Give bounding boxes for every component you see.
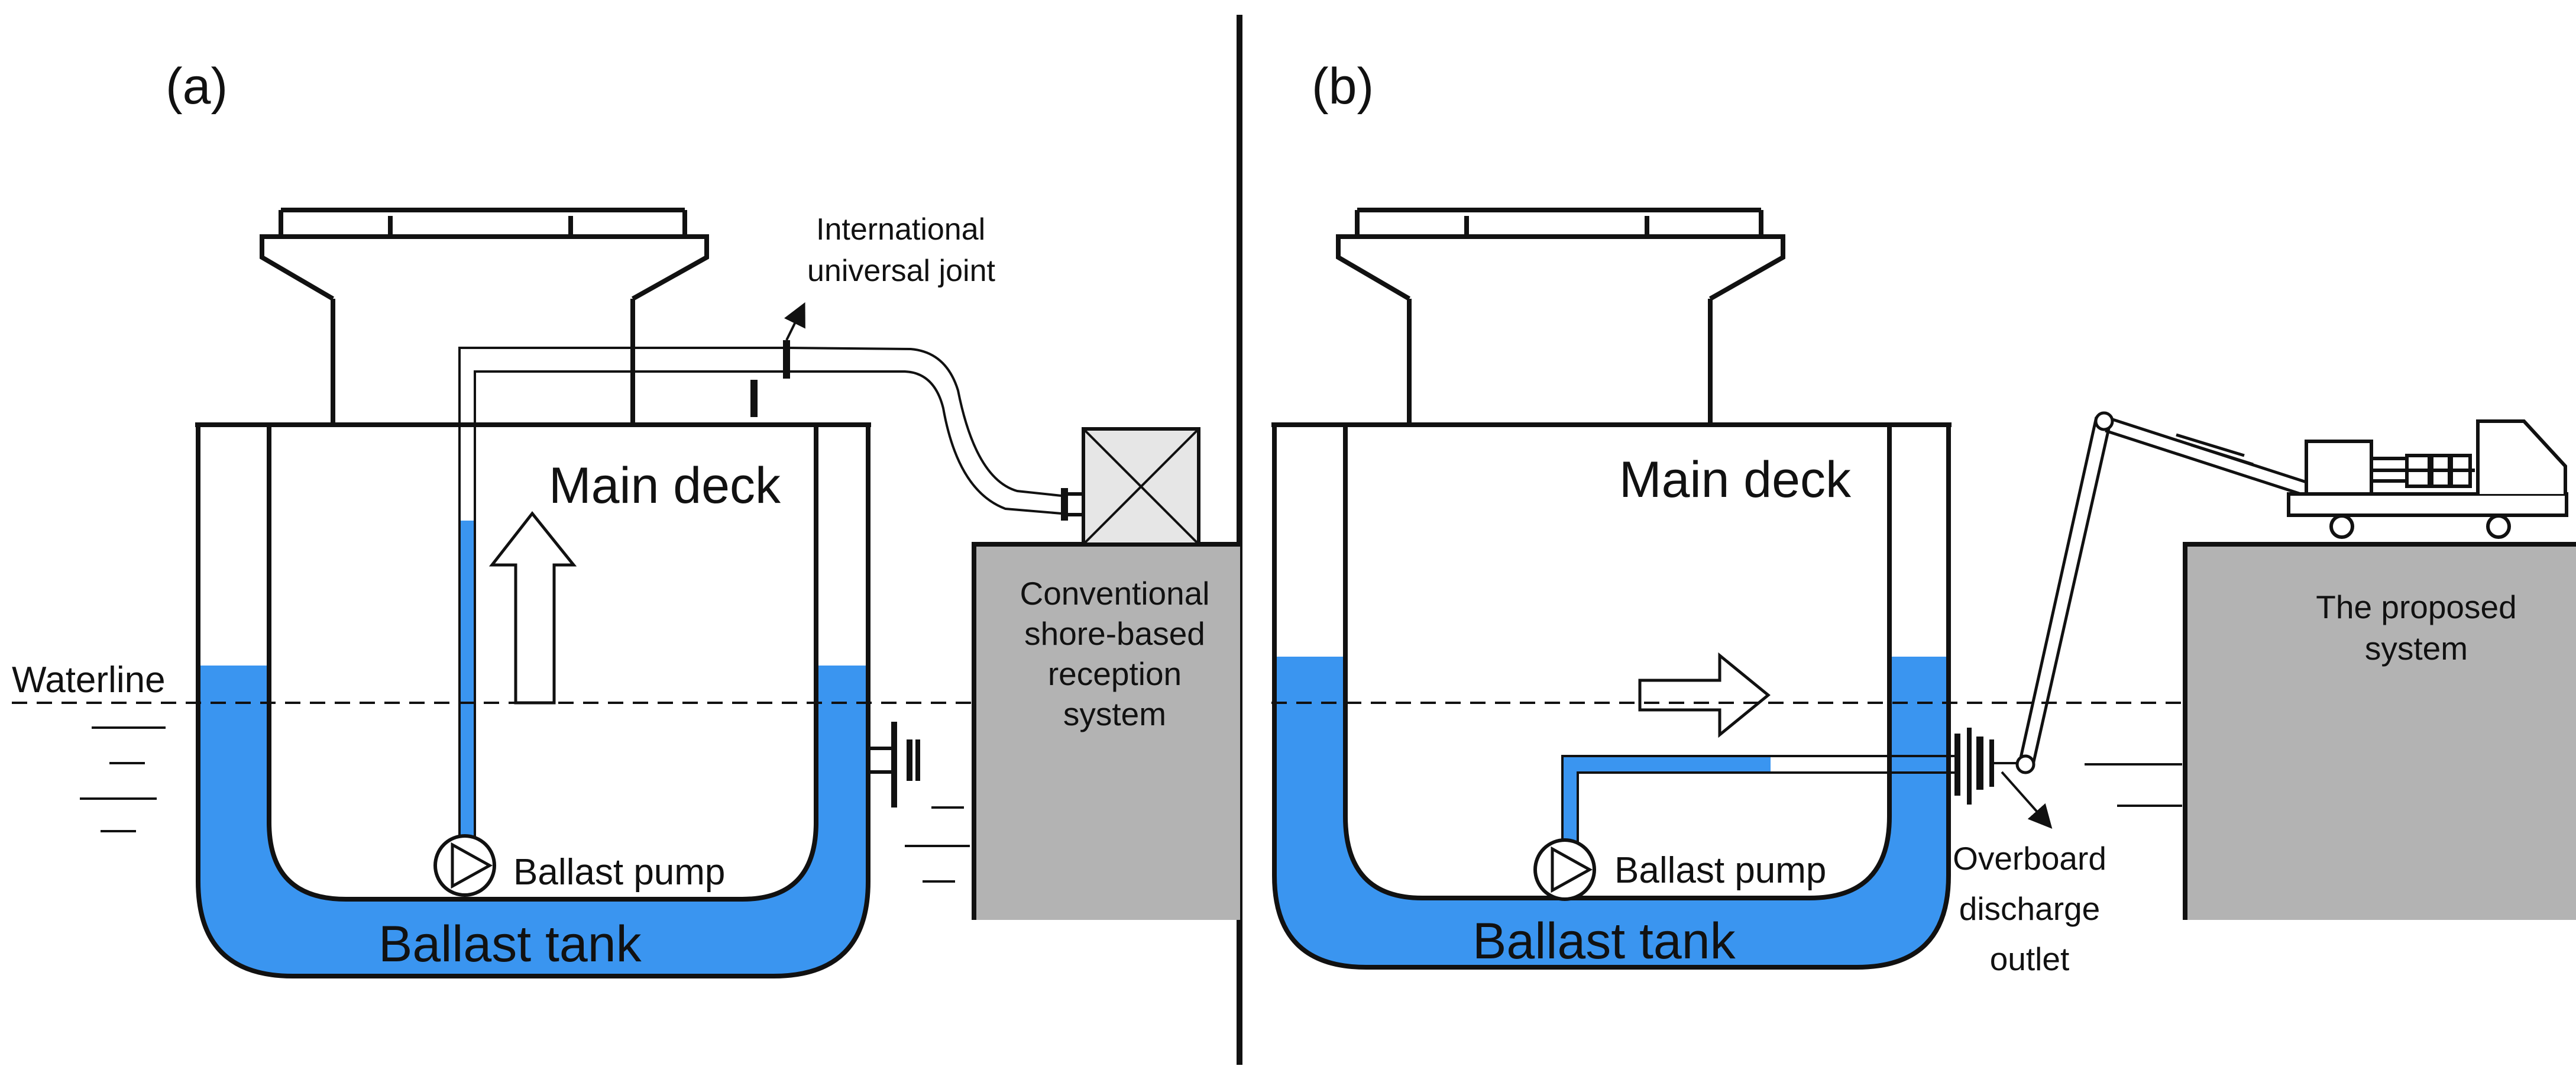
shore-label-2: shore-based [1024, 615, 1205, 652]
ballast-tank-label-a: Ballast tank [378, 916, 642, 973]
superstructure-b [1336, 208, 1785, 425]
joint-pointer-a [784, 302, 805, 341]
pipe-water-horizontal-b [1562, 757, 1771, 773]
outlet-label-3: outlet [1990, 941, 2070, 977]
outlet-pointer [2001, 771, 2053, 829]
system-label-1: The proposed [2316, 589, 2516, 625]
overboard-flange-b [1954, 728, 2022, 805]
joint-label-2: universal joint [807, 254, 995, 288]
system-label-2: system [2365, 630, 2468, 667]
shore-block-a [974, 544, 1240, 920]
shore-label-3: reception [1048, 655, 1182, 692]
joint-label-1: International [816, 212, 985, 247]
hull-inner-b [1343, 425, 1892, 900]
water-ripples-left-a [80, 726, 166, 832]
panel-b-tag: (b) [1312, 58, 1374, 115]
main-deck-label-b: Main deck [1619, 451, 1852, 508]
pipe-b [1561, 755, 1957, 846]
shore-label-4: system [1063, 696, 1166, 732]
ballast-pump-icon-b [1533, 838, 1596, 901]
hull-inner-a [267, 425, 818, 902]
reception-unit-icon [1061, 427, 1200, 546]
shore-label-1: Conventional [1020, 575, 1209, 612]
superstructure-a [260, 208, 709, 425]
hull-outer-a [196, 423, 870, 978]
ballast-pump-icon-a [433, 834, 496, 897]
panel-a: (a) Main deck [12, 58, 1240, 978]
water-ripples-b [2085, 763, 2182, 807]
pipe-vertical-water-a [459, 521, 475, 846]
overboard-flange-a [869, 722, 920, 808]
outlet-label-1: Overboard [1953, 840, 2106, 877]
water-ripples-right-a [905, 806, 970, 883]
flow-arrow-up [488, 511, 577, 705]
shore-block-b [2185, 544, 2576, 920]
hull-outer-b [1272, 423, 1951, 970]
ballast-water-a [198, 666, 868, 976]
ballast-pump-label-a: Ballast pump [513, 852, 725, 893]
outlet-label-2: discharge [1959, 890, 2100, 927]
truck-icon [2287, 419, 2568, 539]
panel-b: (b) Main deck [1271, 58, 2576, 977]
boom-arm [2018, 415, 2307, 765]
main-deck-label-a: Main deck [549, 457, 781, 514]
panel-a-tag: (a) [166, 58, 228, 115]
waterline-label: Waterline [12, 660, 166, 700]
ballast-tank-label-b: Ballast tank [1473, 913, 1736, 970]
ballast-pump-label-b: Ballast pump [1614, 850, 1826, 891]
boom-joint-top [2094, 411, 2114, 431]
boom-joint-bottom [2015, 754, 2035, 774]
pipe-a [458, 347, 1062, 846]
ballast-water-b [1274, 657, 1949, 967]
shore-edge-b [2183, 542, 2576, 920]
flow-arrow-right [1638, 652, 1771, 738]
